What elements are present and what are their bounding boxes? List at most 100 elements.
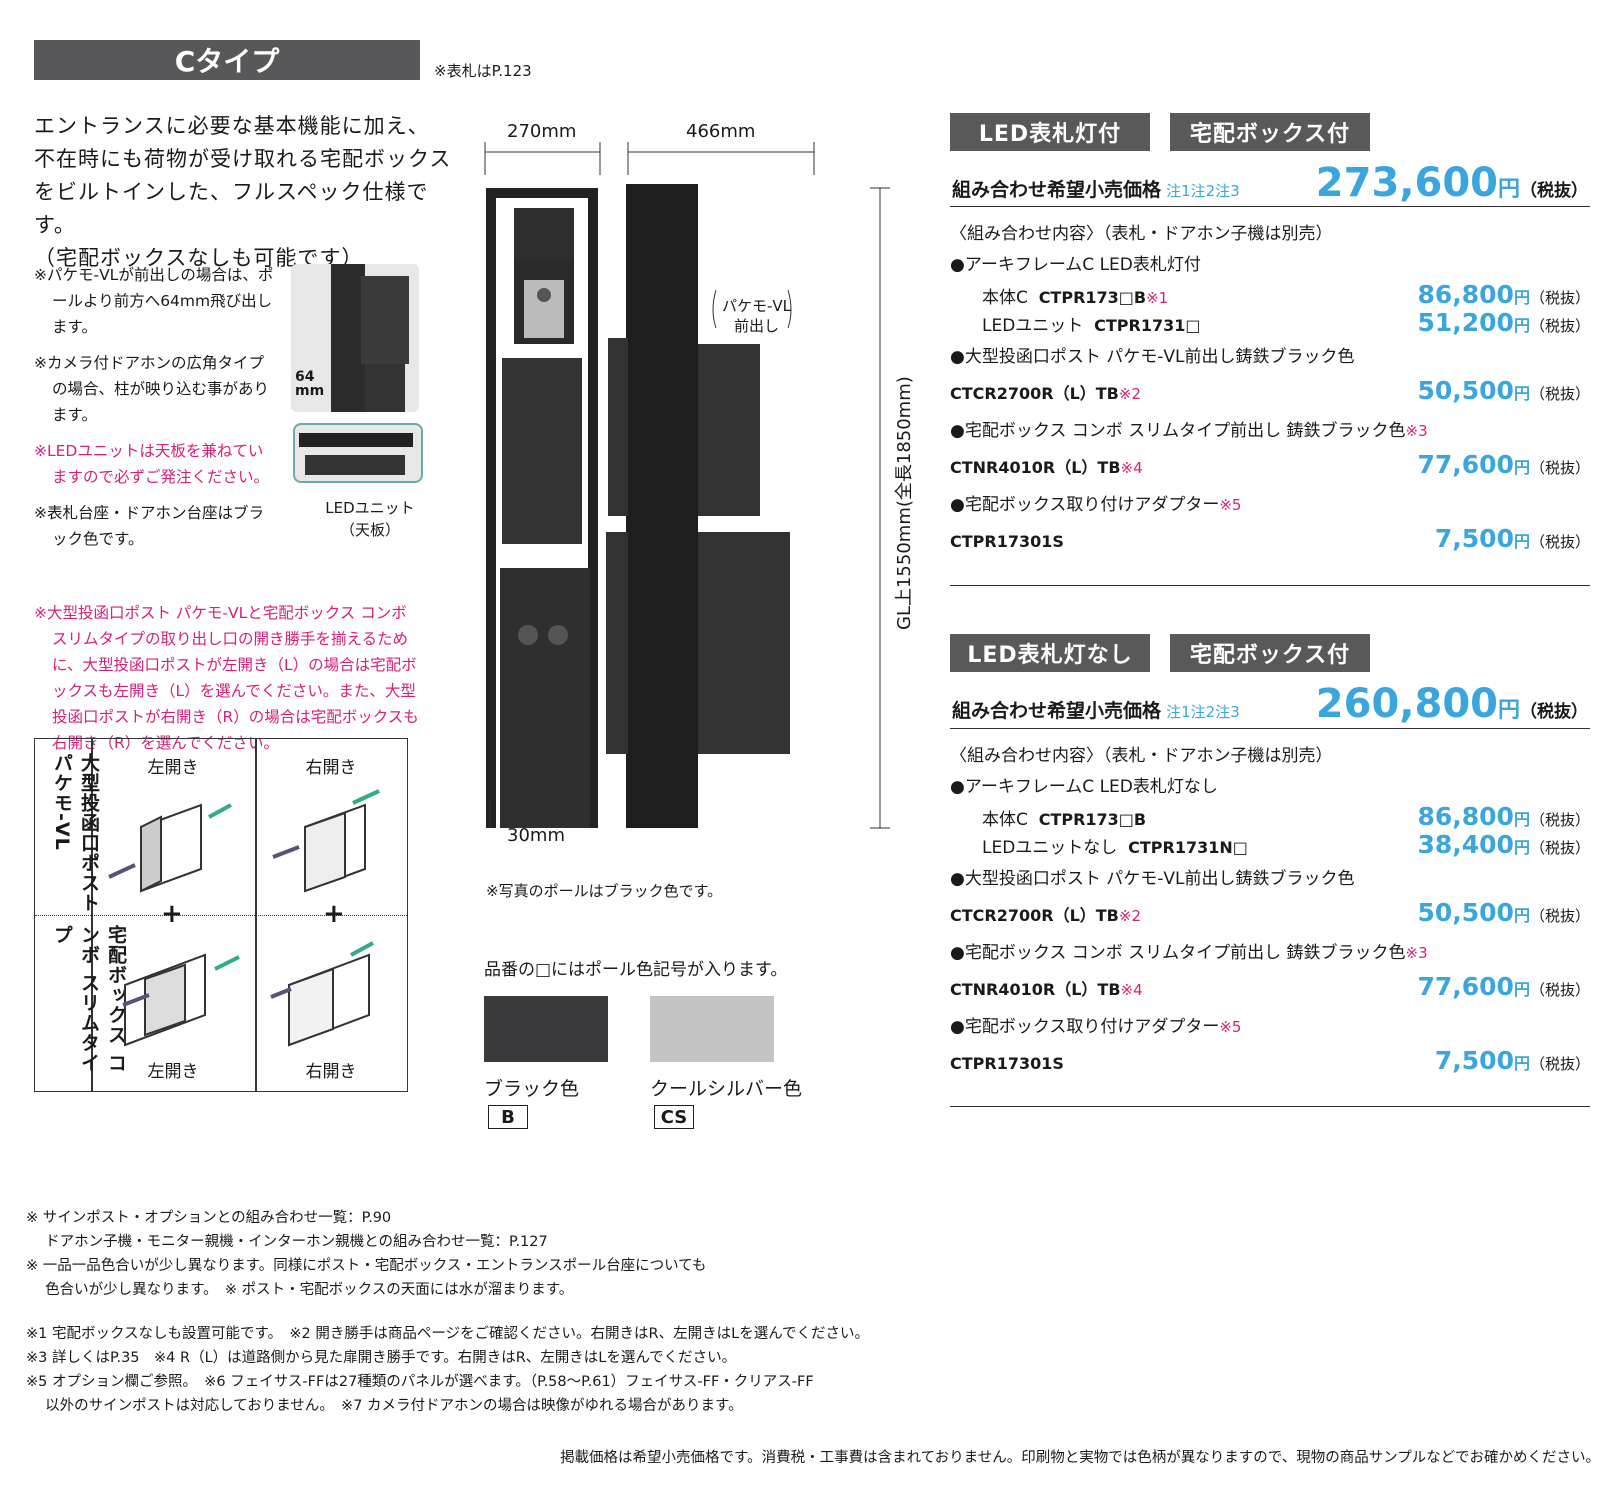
callout-line: パケモ-VL (722, 297, 792, 315)
price-label: 組み合わせ希望小売価格 (952, 179, 1162, 201)
yen: 円 (1497, 698, 1520, 723)
item-title: ●宅配ボックス コンボ スリムタイプ前出し 鋳鉄ブラック色※3 (950, 416, 1590, 450)
box-right-open-diagram (270, 941, 374, 1047)
item-title: ●宅配ボックス取り付けアダプター※5 (950, 490, 1590, 524)
tax-label: （税抜） (1529, 317, 1590, 335)
row-mark: ※4 (1120, 981, 1143, 999)
right-open-label: 右開き (305, 758, 357, 778)
footer-note: ※5 オプション欄ご参照。 ※6 フェイサス-FFは27種類のパネルが選べます。… (26, 1374, 814, 1390)
tax-label: （税抜） (1529, 839, 1590, 857)
yen: 円 (1497, 177, 1520, 202)
row-price: 86,800 (1417, 280, 1514, 309)
divider (950, 1106, 1590, 1107)
yen: 円 (1513, 384, 1530, 403)
tax-label: （税抜） (1529, 533, 1590, 551)
row-code: CTPR1731□ (1094, 316, 1201, 335)
total-price: 260,800 (1315, 681, 1498, 727)
price-note: 注1注2注3 (1166, 182, 1240, 200)
dimension-base: 30mm (507, 825, 565, 846)
footer-note: 以外のサインポストは対応しておりません。 ※7 カメラ付ドアホンの場合は映像がゆ… (26, 1398, 743, 1414)
note-item: ※カメラ付ドアホンの広角タイプの場合、柱が映り込む事があります。 (34, 354, 270, 424)
note-item-pink: ※LEDユニットは天板を兼ねていますので必ずご発注ください。 (34, 442, 270, 486)
footer-note: ※3 詳しくはP.35 ※4 R（L）は道路側から見た扉開き勝手です。右開きはR… (26, 1350, 737, 1366)
divider (950, 728, 1590, 729)
right-open-label: 右開き (305, 1062, 357, 1082)
row-price: 51,200 (1417, 308, 1514, 337)
intro-line: をビルトインした、フルスペック仕様です。 (34, 180, 429, 237)
dimension-width-side: 466mm (686, 121, 756, 142)
item-title: ●アーキフレームC LED表札灯なし (950, 777, 1218, 797)
set1-items: ●アーキフレームC LED表札灯付 本体C CTPR173□B※1 86,800… (950, 250, 1590, 564)
offset-dimension: 64 mm (295, 370, 324, 398)
row-mark: ※1 (1146, 289, 1169, 307)
tax-label: （税抜） (1529, 1055, 1590, 1073)
note-item: ※パケモ-VLが前出しの場合は、ポールより前方へ64mm飛び出します。 (34, 266, 274, 336)
dimension-width-front: 270mm (507, 121, 577, 142)
dimension-height: GL上1550mm(全長1850mm) (894, 376, 915, 630)
item-title-text: ●宅配ボックス コンボ スリムタイプ前出し 鋳鉄ブラック色 (950, 421, 1406, 441)
row-mark: ※2 (1118, 385, 1142, 403)
note-item: ※表札台座・ドアホン台座はブラック色です。 (34, 504, 264, 548)
price-row: CTPR17301S 7,500円（税抜） (950, 524, 1590, 564)
intro-text: エントランスに必要な基本機能に加え、 不在時にも荷物が受け取れる宅配ボックス を… (34, 110, 454, 275)
row-label: LEDユニット (982, 316, 1084, 336)
row-code: CTPR17301S (950, 532, 1064, 551)
tax-label: （税抜） (1529, 981, 1590, 999)
item-title-text: ●宅配ボックス コンボ スリムタイプ前出し 鋳鉄ブラック色 (950, 943, 1406, 963)
row-price: 38,400 (1417, 830, 1514, 859)
tax-label: （税抜） (1529, 289, 1590, 307)
top-photo (293, 423, 423, 483)
item-title-mark: ※3 (1405, 422, 1428, 440)
footer-line: ドアホン子機・モニター親機・インターホン親機との組み合わせ一覧：P.127 (26, 1234, 548, 1250)
row-price: 50,500 (1417, 376, 1514, 405)
tax-label: （税抜） (1520, 702, 1588, 722)
item-title-mark: ※5 (1219, 1018, 1242, 1036)
set2-items: ●アーキフレームC LED表札灯なし 本体C CTPR173□B 86,800円… (950, 772, 1590, 1086)
yen: 円 (1513, 532, 1530, 551)
notes-lower: ※大型投函口ポスト パケモ-VLと宅配ボックス コンボ スリムタイプの取り出し口… (34, 600, 424, 766)
row-code: CTPR17301S (950, 1054, 1064, 1073)
divider (950, 206, 1590, 207)
plus-sign: + (323, 899, 345, 929)
set2-price-header: 組み合わせ希望小売価格 注1注2注3 260,800円（税抜） (952, 681, 1588, 727)
side-photo (291, 264, 419, 412)
post-left-open-diagram (108, 803, 232, 893)
left-open-label: 左開き (147, 1062, 199, 1082)
row-code: CTCR2700R（L）TB (950, 906, 1119, 925)
side-photo-graphic (331, 264, 409, 412)
photo-note: ※写真のポールはブラック色です。 (486, 882, 723, 900)
set1-tag-delivery: 宅配ボックス付 (1170, 113, 1370, 151)
price-row: 本体C CTPR173□B※1 86,800円（税抜） (950, 280, 1590, 309)
yen: 円 (1513, 458, 1530, 477)
row-code: CTPR1731N□ (1128, 838, 1248, 857)
footer-line: 色合いが少し異なります。 ※ ポスト・宅配ボックスの天面には水が溜まります。 (26, 1282, 574, 1298)
set1-price-header: 組み合わせ希望小売価格 注1注2注3 273,600円（税抜） (952, 160, 1588, 206)
divider (950, 585, 1590, 586)
price-row: CTNR4010R（L）TB※4 77,600円（税抜） (950, 450, 1590, 490)
color-code-badge: B (488, 1105, 528, 1129)
yen: 円 (1513, 1054, 1530, 1073)
item-title: ●宅配ボックス コンボ スリムタイプ前出し 鋳鉄ブラック色※3 (950, 938, 1590, 972)
yen: 円 (1513, 838, 1530, 857)
black-color-swatch (484, 996, 608, 1062)
price-note: 注1注2注3 (1166, 703, 1240, 721)
item-title-mark: ※5 (1219, 496, 1242, 514)
item-title-text: ●宅配ボックス取り付けアダプター (950, 495, 1220, 515)
post-label: 大型投函口ポスト パケモ-VL (51, 753, 100, 913)
yen: 円 (1513, 980, 1530, 999)
led-unit-label: LEDユニット （天板） (307, 497, 433, 541)
offset-unit: mm (295, 383, 325, 399)
note-item-pink: ※大型投函口ポスト パケモ-VLと宅配ボックス コンボ スリムタイプの取り出し口… (34, 604, 419, 752)
section-title: Cタイプ (34, 40, 420, 80)
price-row: CTCR2700R（L）TB※2 50,500円（税抜） (950, 898, 1590, 938)
tax-label: （税抜） (1529, 459, 1590, 477)
tax-label: （税抜） (1529, 385, 1590, 403)
set2-tag-delivery: 宅配ボックス付 (1170, 634, 1370, 672)
color-intro: 品番の□にはポール色記号が入ります。 (484, 960, 788, 980)
item-title-mark: ※3 (1405, 944, 1428, 962)
footer-line: ※ 一品一品色合いが少し異なります。同様にポスト・宅配ボックス・エントランスポー… (26, 1258, 707, 1274)
post-right-open-diagram (272, 789, 380, 893)
led-unit-label-line: （天板） (339, 521, 400, 539)
yen: 円 (1513, 810, 1530, 829)
set1-contents: 〈組み合わせ内容〉（表札・ドアホン子機は別売） (950, 224, 1333, 244)
